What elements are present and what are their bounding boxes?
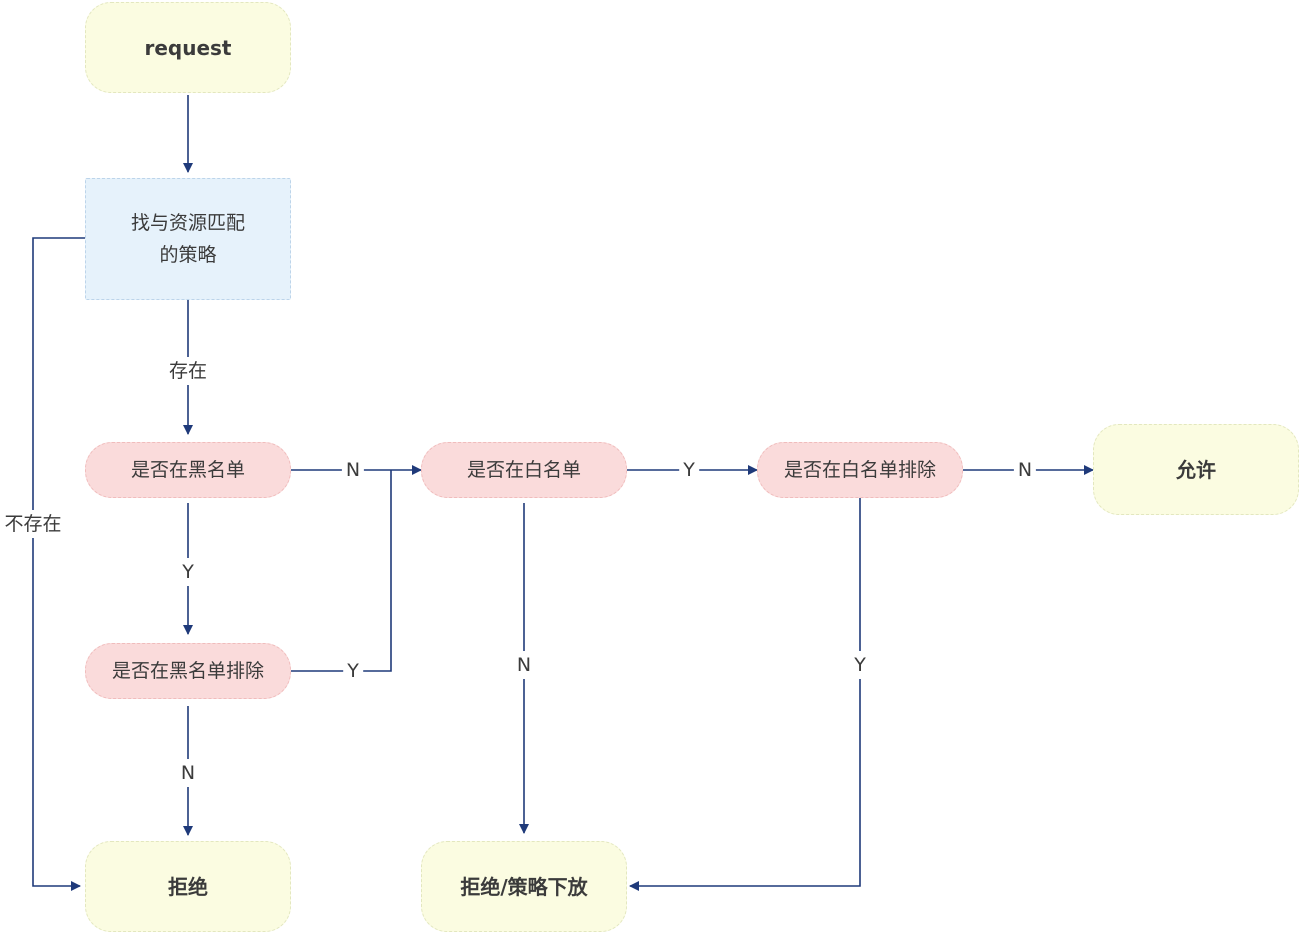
blacklist-check-node: 是否在黑名单 <box>85 442 291 498</box>
blacklist-check-label: 是否在黑名单 <box>130 459 245 481</box>
edge-label-whitelist-exclude-no: N <box>1013 456 1037 484</box>
edge-label-exists: 存在 <box>164 357 212 385</box>
edge-label-not-exists: 不存在 <box>0 510 66 538</box>
edge-label-blacklist-exclude-yes: Y <box>343 657 363 685</box>
reject-delegate-label: 拒绝/策略下放 <box>460 874 588 899</box>
whitelist-check-node: 是否在白名单 <box>421 442 627 498</box>
edge-find-policy-to-reject <box>32 237 85 891</box>
whitelist-exclude-check-label: 是否在白名单排除 <box>783 459 936 481</box>
edge-whitelist-exclude-to-reject-delegate <box>629 496 861 891</box>
allow-node: 允许 <box>1093 424 1299 515</box>
edge-label-blacklist-no: N <box>341 456 365 484</box>
request-label: request <box>144 35 232 60</box>
request-node: request <box>85 2 291 93</box>
find-policy-node: 找与资源匹配 的策略 <box>85 178 291 300</box>
whitelist-exclude-check-node: 是否在白名单排除 <box>757 442 963 498</box>
edge-label-whitelist-exclude-yes: Y <box>850 651 870 679</box>
whitelist-check-label: 是否在白名单 <box>466 459 581 481</box>
edge-label-blacklist-exclude-no: N <box>176 759 200 787</box>
blacklist-exclude-check-node: 是否在黑名单排除 <box>85 643 291 699</box>
allow-label: 允许 <box>1176 457 1216 482</box>
blacklist-exclude-check-label: 是否在黑名单排除 <box>111 660 264 682</box>
reject-node: 拒绝 <box>85 841 291 932</box>
edge-blacklist-exclude-to-whitelist <box>291 470 392 672</box>
edge-label-whitelist-yes: Y <box>679 456 699 484</box>
edge-label-blacklist-yes: Y <box>178 558 198 586</box>
reject-delegate-node: 拒绝/策略下放 <box>421 841 627 932</box>
find-policy-label: 找与资源匹配 的策略 <box>130 212 245 266</box>
reject-label: 拒绝 <box>168 874 208 899</box>
edge-label-whitelist-no: N <box>512 651 536 679</box>
